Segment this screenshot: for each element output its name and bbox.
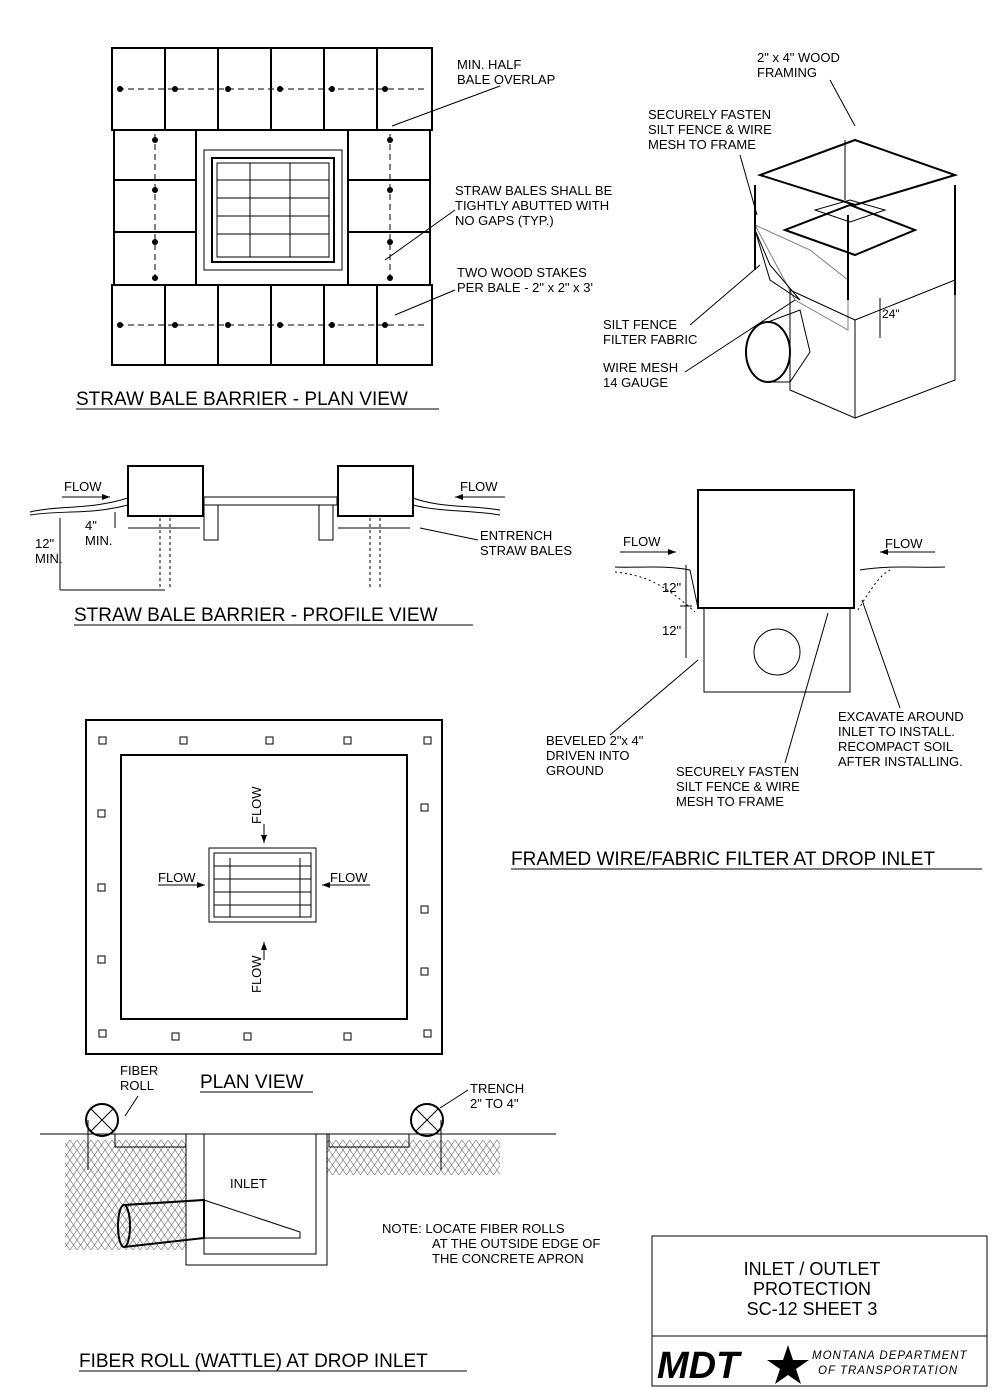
- label-note-2: AT THE OUTSIDE EDGE OF: [432, 1236, 600, 1251]
- agency-line-1: MONTANA DEPARTMENT: [812, 1350, 968, 1362]
- label-beveled-2: DRIVEN INTO: [546, 748, 630, 763]
- label-fasten2-2: SILT FENCE & WIRE: [676, 779, 800, 794]
- label-12-bottom: 12": [662, 623, 681, 638]
- bale-grid: [111, 47, 433, 366]
- label-excavate-3: RECOMPACT SOIL: [838, 739, 953, 754]
- fiber-plan-view: FLOW FLOW FLOW FLOW PLAN VIEW: [85, 719, 443, 1093]
- label-note-3: THE CONCRETE APRON: [432, 1251, 584, 1266]
- label-entrench-2: STRAW BALES: [480, 543, 572, 558]
- label-flow-left-2: FLOW: [623, 534, 661, 549]
- label-fasten-1: SECURELY FASTEN: [648, 107, 771, 122]
- label-beveled-3: GROUND: [546, 763, 604, 778]
- label-abutted-1: STRAW BALES SHALL BE: [455, 183, 613, 198]
- straw-bale-profile-view: FLOW FLOW 4" MIN. 12" MIN. ENTRENCH STRA…: [29, 465, 572, 626]
- label-stakes-1: TWO WOOD STAKES: [457, 265, 587, 280]
- drop-inlet-grate: [203, 149, 343, 271]
- label-12-2: MIN.: [35, 551, 62, 566]
- label-mesh-1: WIRE MESH: [603, 360, 678, 375]
- label-fabric-1: SILT FENCE: [603, 317, 677, 332]
- label-min-half-overlap-1: MIN. HALF: [457, 57, 521, 72]
- label-12-1: 12": [35, 536, 54, 551]
- label-mesh-2: 14 GAUGE: [603, 375, 668, 390]
- straw-bale-plan-view: MIN. HALF BALE OVERLAP STRAW BALES SHALL…: [76, 47, 613, 410]
- title-block-line1: INLET / OUTLET: [744, 1259, 881, 1279]
- label-fiber-1: FIBER: [120, 1063, 158, 1078]
- framed-filter-section: FLOW FLOW 12" 12" BEVELED 2"x 4" DRIVEN …: [511, 489, 982, 870]
- label-flow-right: FLOW: [460, 479, 498, 494]
- label-24: 24": [882, 307, 900, 321]
- label-excavate-1: EXCAVATE AROUND: [838, 709, 964, 724]
- label-note-1: NOTE: LOCATE FIBER ROLLS: [382, 1221, 565, 1236]
- label-4-2: MIN.: [85, 533, 112, 548]
- label-flow-left: FLOW: [64, 479, 102, 494]
- label-excavate-4: AFTER INSTALLING.: [838, 754, 963, 769]
- label-fasten2-1: SECURELY FASTEN: [676, 764, 799, 779]
- label-fasten2-3: MESH TO FRAME: [676, 794, 784, 809]
- mdt-logo: MDT: [657, 1345, 809, 1387]
- label-beveled-1: BEVELED 2"x 4": [546, 733, 644, 748]
- title-framed-filter: FRAMED WIRE/FABRIC FILTER AT DROP INLET: [511, 849, 935, 870]
- label-flow-bottom: FLOW: [249, 955, 264, 993]
- agency-line-2: OF TRANSPORTATION: [818, 1365, 958, 1377]
- label-entrench-1: ENTRENCH: [480, 528, 552, 543]
- label-stakes-2: PER BALE - 2" x 2" x 3': [457, 280, 593, 295]
- label-min-half-overlap-2: BALE OVERLAP: [457, 72, 555, 87]
- label-abutted-2: TIGHTLY ABUTTED WITH: [455, 198, 609, 213]
- label-flow-right-2: FLOW: [885, 536, 923, 551]
- label-4-1: 4": [85, 518, 97, 533]
- label-flow-top: FLOW: [249, 786, 264, 824]
- title-profile-view: STRAW BALE BARRIER - PROFILE VIEW: [74, 605, 438, 626]
- fiber-roll-section: FIBER ROLL TRENCH 2" TO 4" INLET NOTE: L…: [40, 1063, 600, 1372]
- title-block-line3: SC-12 SHEET 3: [747, 1299, 878, 1319]
- label-12-top: 12": [662, 580, 681, 595]
- title-plan-view: PLAN VIEW: [200, 1072, 304, 1093]
- label-fiber-2: ROLL: [120, 1078, 154, 1093]
- label-excavate-2: INLET TO INSTALL.: [838, 724, 955, 739]
- title-fiber-roll: FIBER ROLL (WATTLE) AT DROP INLET: [79, 1351, 428, 1372]
- label-fabric-2: FILTER FABRIC: [603, 332, 697, 347]
- title-straw-plan: STRAW BALE BARRIER - PLAN VIEW: [76, 389, 408, 410]
- label-abutted-3: NO GAPS (TYP.): [455, 213, 554, 228]
- label-flow-right-3: FLOW: [330, 870, 368, 885]
- framed-filter-isometric: 24" 2" x 4" WOOD FRAMING SECURELY FASTEN…: [603, 50, 959, 419]
- label-fasten-3: MESH TO FRAME: [648, 137, 756, 152]
- label-trench-1: TRENCH: [470, 1081, 524, 1096]
- title-block-line2: PROTECTION: [753, 1279, 871, 1299]
- label-trench-2: 2" TO 4": [470, 1096, 519, 1111]
- title-block: INLET / OUTLET PROTECTION SC-12 SHEET 3 …: [651, 1235, 988, 1387]
- label-inlet: INLET: [230, 1176, 267, 1191]
- label-framing-1: 2" x 4" WOOD: [757, 50, 840, 65]
- mdt-logo-text: MDT: [657, 1345, 742, 1387]
- label-flow-left-3: FLOW: [158, 870, 196, 885]
- label-fasten-2: SILT FENCE & WIRE: [648, 122, 772, 137]
- label-framing-2: FRAMING: [757, 65, 817, 80]
